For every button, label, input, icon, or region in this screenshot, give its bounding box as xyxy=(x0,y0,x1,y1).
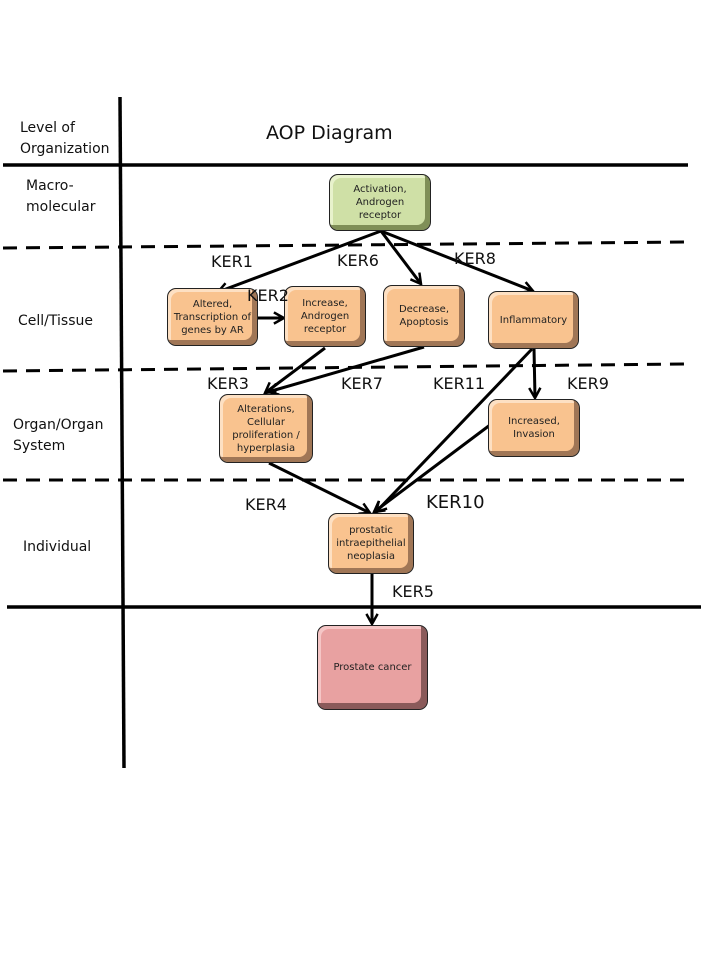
node-inflammatory[interactable]: Inflammatory xyxy=(488,291,579,349)
level-label-organ-system: Organ/Organ System xyxy=(13,417,104,454)
node-label: Inflammatory xyxy=(499,314,568,326)
edge-ker7 xyxy=(268,345,425,392)
edge-ker3 xyxy=(265,346,326,393)
node-label: Alterations, Cellular proliferation / hy… xyxy=(232,403,300,454)
edge-label-ker10: KER10 xyxy=(426,492,485,513)
node-prostatic-intraepithelial-neoplasia[interactable]: prostatic intraepithelial neoplasia xyxy=(328,513,414,574)
node-label: prostatic intraepithelial neoplasia xyxy=(336,525,406,562)
edge-label-ker7: KER7 xyxy=(341,374,383,393)
edge-label-ker9: KER9 xyxy=(567,374,609,393)
edge-ker8 xyxy=(380,229,533,291)
level-label-individual: Individual xyxy=(23,539,92,555)
edge-label-ker11: KER11 xyxy=(433,374,486,393)
node-altered-transcription[interactable]: Altered, Transcription of genes by AR xyxy=(167,288,258,346)
node-label: Activation, Androgen receptor xyxy=(353,184,407,221)
level-label-macromolecular: Macro- molecular xyxy=(26,178,96,215)
level-of-organization-header: Level of Organization xyxy=(20,118,115,160)
edge-label-ker8: KER8 xyxy=(454,249,496,268)
edge-ker6 xyxy=(379,230,421,284)
node-label: Altered, Transcription of genes by AR xyxy=(173,298,252,336)
edge-label-ker1: KER1 xyxy=(211,252,253,271)
edge-label-ker6: KER6 xyxy=(337,251,379,270)
node-label: Increased, Invasion xyxy=(508,416,560,440)
edge-label-ker3: KER3 xyxy=(207,374,249,393)
edge-ker4 xyxy=(268,461,370,513)
edge-label-ker5: KER5 xyxy=(392,582,434,601)
node-activation-androgen-receptor[interactable]: Activation, Androgen receptor xyxy=(329,174,431,231)
node-increase-androgen-receptor[interactable]: Increase, Androgen receptor xyxy=(284,286,366,347)
node-label: Decrease, Apoptosis xyxy=(398,304,450,328)
vertical-divider xyxy=(118,96,126,769)
node-increased-invasion[interactable]: Increased, Invasion xyxy=(488,399,580,457)
diagram-title: AOP Diagram xyxy=(266,122,393,144)
edge-ker1 xyxy=(218,229,382,292)
edge-label-ker4: KER4 xyxy=(245,495,287,514)
level-label-cell-tissue: Cell/Tissue xyxy=(18,313,93,329)
edge-label-ker2: KER2 xyxy=(247,286,289,305)
node-cellular-proliferation[interactable]: Alterations, Cellular proliferation / hy… xyxy=(219,394,313,463)
node-decrease-apoptosis[interactable]: Decrease, Apoptosis xyxy=(383,285,465,347)
node-label: Prostate cancer xyxy=(333,662,412,673)
level-header-text: Level of Organization xyxy=(20,120,110,157)
edge-ker11 xyxy=(376,347,534,512)
edge-ker10 xyxy=(374,423,491,512)
edge-ker9 xyxy=(534,347,535,398)
node-prostate-cancer[interactable]: Prostate cancer xyxy=(317,625,428,710)
node-label: Increase, Androgen receptor xyxy=(300,298,350,335)
